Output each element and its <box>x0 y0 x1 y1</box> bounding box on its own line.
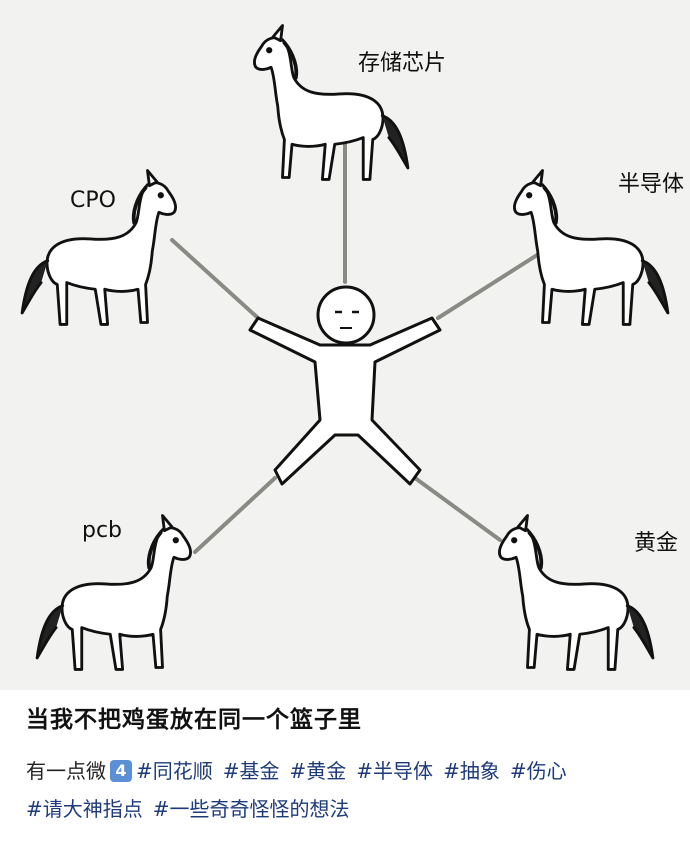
hashtag[interactable]: #半导体 <box>356 759 434 783</box>
label-top: 存储芯片 <box>358 51 447 76</box>
hashtag[interactable]: #伤心 <box>509 759 567 783</box>
hashtag[interactable]: #抽象 <box>443 759 500 783</box>
label-upper-right: 半导体 <box>618 172 685 197</box>
number-badge: 4 <box>110 760 132 782</box>
illustration: 存储芯片 CPO 半导体 pcb 黄金 <box>0 0 690 690</box>
label-lower-right: 黄金 <box>634 531 679 556</box>
label-upper-left: CPO <box>70 188 116 213</box>
stick-figure <box>248 285 442 486</box>
ropes <box>170 93 547 554</box>
post-title: 当我不把鸡蛋放在同一个篮子里 <box>26 707 362 733</box>
hashtag[interactable]: #黄金 <box>289 759 347 783</box>
hashtag[interactable]: #基金 <box>222 759 280 783</box>
hashtag[interactable]: #一些奇奇怪怪的想法 <box>152 797 350 821</box>
hashtag[interactable]: #请大神指点 <box>26 797 143 821</box>
horse-lower-right <box>499 516 653 670</box>
label-lower-left: pcb <box>82 518 123 543</box>
post-intro: 有一点微 <box>26 759 106 783</box>
illustration-drawing <box>20 0 690 672</box>
hashtag[interactable]: #同花顺 <box>136 759 213 783</box>
